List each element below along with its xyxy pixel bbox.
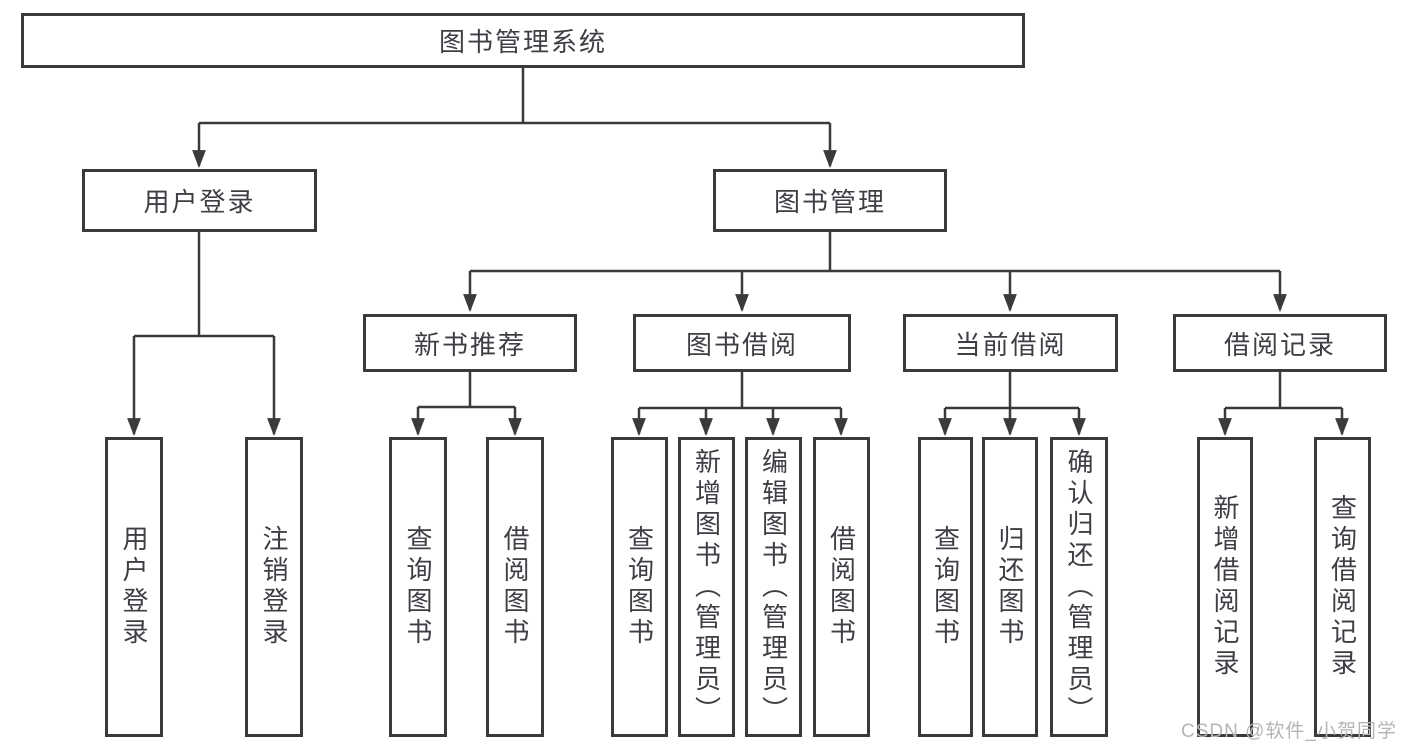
node-label: 查询图书	[930, 525, 961, 649]
leaf-current-return-book: 归还图书	[982, 437, 1038, 737]
node-label: 用户登录	[119, 525, 149, 649]
node-book-borrow: 图书借阅	[633, 314, 851, 372]
node-label: 图书借阅	[685, 329, 798, 360]
leaf-user-login: 用户登录	[105, 437, 163, 737]
node-label: 图书管理系统	[438, 27, 607, 57]
node-label: 查询图书	[624, 525, 655, 649]
node-label: 新增图书（管理员）	[691, 447, 722, 727]
csdn-watermark: CSDN @软件_小贺同学	[1181, 721, 1397, 742]
leaf-current-confirm-return-admin: 确认归还（管理员）	[1050, 437, 1108, 737]
leaf-recommend-borrow-book: 借阅图书	[486, 437, 544, 737]
node-label: 新书推荐	[413, 329, 526, 360]
node-current-borrow: 当前借阅	[903, 314, 1118, 372]
node-label: 图书管理	[773, 187, 886, 217]
node-label: 借阅图书	[500, 525, 530, 649]
node-label: 归还图书	[995, 525, 1025, 649]
node-label: 查询借阅记录	[1327, 494, 1358, 680]
leaf-borrow-edit-book-admin: 编辑图书（管理员）	[745, 437, 802, 737]
node-new-book-recommend: 新书推荐	[363, 314, 577, 372]
leaf-current-query-book: 查询图书	[918, 437, 973, 737]
leaf-records-add-record: 新增借阅记录	[1197, 437, 1253, 737]
leaf-borrow-borrow-book: 借阅图书	[813, 437, 870, 737]
node-borrow-records: 借阅记录	[1173, 314, 1387, 372]
node-label: 借阅记录	[1223, 329, 1336, 360]
node-label: 查询图书	[403, 525, 433, 649]
node-label: 确认归还（管理员）	[1064, 447, 1094, 727]
node-label: 新增借阅记录	[1210, 494, 1240, 680]
leaf-borrow-add-book-admin: 新增图书（管理员）	[678, 437, 735, 737]
node-label: 注销登录	[259, 525, 289, 649]
leaf-recommend-query-book: 查询图书	[389, 437, 447, 737]
leaf-records-query-record: 查询借阅记录	[1314, 437, 1371, 737]
leaf-borrow-query-book: 查询图书	[611, 437, 668, 737]
node-label: 当前借阅	[954, 329, 1067, 360]
node-label: 编辑图书（管理员）	[758, 447, 789, 727]
node-label: 用户登录	[143, 187, 256, 217]
node-root-library-system: 图书管理系统	[21, 13, 1025, 68]
leaf-logout: 注销登录	[245, 437, 303, 737]
node-user-login: 用户登录	[82, 169, 317, 232]
node-label: 借阅图书	[826, 525, 857, 649]
node-book-management: 图书管理	[713, 169, 947, 232]
